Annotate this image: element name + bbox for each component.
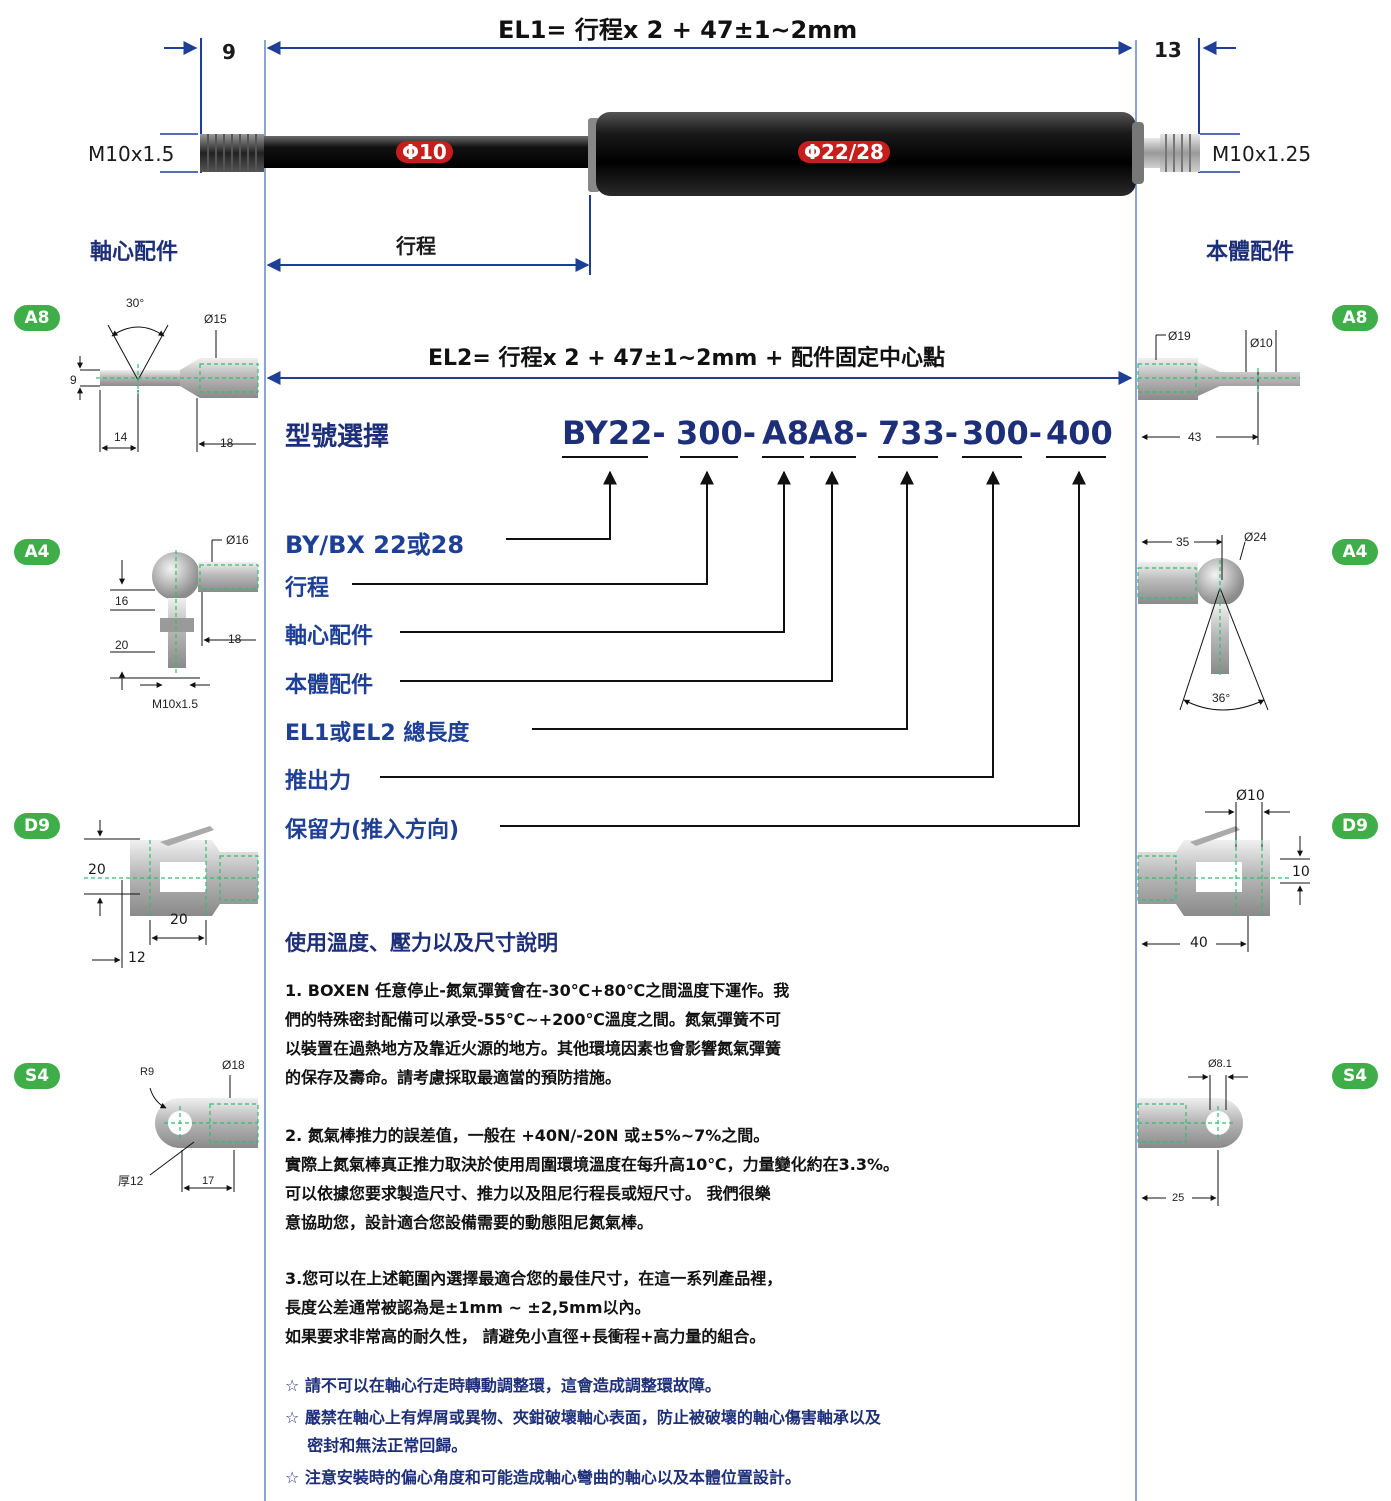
d9-right-h: 10 bbox=[1292, 864, 1310, 880]
badge-a4-right: A4 bbox=[1332, 539, 1378, 565]
d9-left-w: 20 bbox=[170, 912, 188, 928]
left-guide-line bbox=[264, 40, 266, 1501]
warning-2-line-2: 密封和無法正常回歸。 bbox=[285, 1436, 468, 1455]
a8-left-dia: Ø15 bbox=[204, 312, 227, 326]
paragraph-3-line-2: 長度公差通常被認為是±1mm ~ ±2,5mm以內。 bbox=[285, 1298, 651, 1317]
legend-hold-force: 保留力(推入方向) bbox=[285, 818, 460, 843]
el1-formula: EL1= 行程x 2 + 47±1~2mm bbox=[498, 16, 858, 44]
rod-fittings-heading: 軸心配件 bbox=[90, 240, 179, 265]
a4-left-dia: Ø16 bbox=[226, 533, 249, 547]
right-offset-line bbox=[1198, 38, 1200, 173]
s4-left-dia: Ø18 bbox=[222, 1058, 245, 1072]
paragraph-3-line-3: 如果要求非常高的耐久性， 請避免小直徑+長衝程+高力量的組合。 bbox=[285, 1327, 766, 1346]
paragraph-3-line-1: 3.您可以在上述範圍內選擇最適合您的最佳尺寸，在這一系列產品裡， bbox=[285, 1269, 783, 1288]
s4-left-r: R9 bbox=[140, 1066, 155, 1078]
a4-left-h2: 20 bbox=[115, 638, 129, 652]
el2-formula: EL2= 行程x 2 + 47±1~2mm + 配件固定中心點 bbox=[428, 346, 946, 371]
a4-left-l: 18 bbox=[228, 632, 242, 646]
warning-3-line-1: ☆ 注意安裝時的偏心角度和可能造成軸心彎曲的軸心以及本體位置設計。 bbox=[285, 1468, 801, 1487]
a8-left-h: 9 bbox=[70, 373, 77, 387]
dimension-arrows bbox=[160, 41, 1240, 385]
paragraph-3: 3.您可以在上述範圍內選擇最適合您的最佳尺寸，在這一系列產品裡， 長度公差通常被… bbox=[285, 1264, 782, 1351]
paragraph-2-line-2: 實際上氮氣棒真正推力取決於使用周圍環境溫度在每升高10℃，力量變化約在3.3%。 bbox=[285, 1155, 900, 1174]
paragraph-2: 2. 氮氣棒推力的誤差值，一般在 +40N/-20N 或±5%~7%之間。 實際… bbox=[285, 1121, 899, 1237]
d9-left-h: 20 bbox=[88, 862, 106, 878]
badge-s4-right: S4 bbox=[1332, 1063, 1378, 1089]
a8-left-l1: 14 bbox=[114, 430, 128, 444]
s4-right-l: 25 bbox=[1172, 1192, 1185, 1204]
rod-diameter-label: Φ10 bbox=[396, 141, 453, 163]
paragraph-1-line-1: 1. BOXEN 任意停止-氮氣彈簧會在-30℃+80℃之間溫度下運作。我 bbox=[285, 981, 790, 1000]
model-seg-rod-fitting: A8 bbox=[762, 414, 810, 452]
body-diameter-label: Φ22/28 bbox=[798, 141, 890, 163]
warning-2-line-1: ☆ 嚴禁在軸心上有焊屑或異物、夾鉗破壞軸心表面，防止被破壞的軸心傷害軸承以及 bbox=[285, 1408, 881, 1427]
badge-d9-left: D9 bbox=[14, 813, 60, 839]
legend-length: EL1或EL2 總長度 bbox=[285, 721, 470, 746]
body-fittings-heading: 本體配件 bbox=[1206, 240, 1295, 265]
paragraph-1-line-3: 以裝置在過熱地方及靠近火源的地方。其他環境因素也會影響氮氣彈簧 bbox=[285, 1039, 782, 1058]
a4-right-l: 35 bbox=[1176, 535, 1190, 549]
model-seg-hold: 400 bbox=[1046, 414, 1113, 452]
d9-right-l: 40 bbox=[1190, 935, 1208, 951]
left-offset-value: 9 bbox=[222, 40, 236, 64]
a8-right-l: 43 bbox=[1188, 430, 1202, 444]
paragraph-1-line-2: 們的特殊密封配備可以承受-55℃~+200℃溫度之間。氮氣彈簧不可 bbox=[285, 1010, 781, 1029]
legend-series: BY/BX 22或28 bbox=[285, 531, 465, 559]
paragraph-2-line-1: 2. 氮氣棒推力的誤差值，一般在 +40N/-20N 或±5%~7%之間。 bbox=[285, 1126, 770, 1145]
stroke-label: 行程 bbox=[396, 234, 436, 258]
usage-heading: 使用溫度、壓力以及尺寸說明 bbox=[285, 931, 558, 955]
s4-left-l: 17 bbox=[202, 1175, 215, 1187]
model-callout-lines bbox=[352, 456, 1106, 827]
a8-right-dia2: Ø10 bbox=[1250, 336, 1273, 350]
badge-a8-right: A8 bbox=[1332, 305, 1378, 331]
model-seg-push: 300- bbox=[962, 414, 1043, 452]
paragraph-2-line-4: 意協助您，設計適合您設備需要的動態阻尼氮氣棒。 bbox=[285, 1213, 654, 1232]
warning-1-line-1: ☆ 請不可以在軸心行走時轉動調整環，這會造成調整環故障。 bbox=[285, 1376, 721, 1395]
badge-a4-left: A4 bbox=[14, 539, 60, 565]
s4-left-thick: 厚12 bbox=[118, 1174, 144, 1188]
d9-right-dia: Ø10 bbox=[1236, 788, 1265, 804]
warning-2: ☆ 嚴禁在軸心上有焊屑或異物、夾鉗破壞軸心表面，防止被破壞的軸心傷害軸承以及 密… bbox=[285, 1404, 881, 1460]
badge-s4-left: S4 bbox=[14, 1063, 60, 1089]
paragraph-1: 1. BOXEN 任意停止-氮氣彈簧會在-30℃+80℃之間溫度下運作。我 們的… bbox=[285, 976, 789, 1092]
right-guide-line bbox=[1135, 40, 1137, 1501]
legend-rod-fitting: 軸心配件 bbox=[285, 624, 374, 649]
legend-push-force: 推出力 bbox=[285, 769, 352, 794]
a8-right-dia1: Ø19 bbox=[1168, 329, 1191, 343]
fitting-drawings bbox=[77, 324, 1310, 1206]
a4-right-dia: Ø24 bbox=[1244, 530, 1267, 544]
d9-left-l: 12 bbox=[128, 950, 146, 966]
model-select-heading: 型號選擇 bbox=[285, 422, 390, 452]
warning-3: ☆ 注意安裝時的偏心角度和可能造成軸心彎曲的軸心以及本體位置設計。 bbox=[285, 1464, 801, 1492]
legend-body-fitting: 本體配件 bbox=[285, 673, 374, 698]
a8-left-angle: 30° bbox=[126, 296, 145, 310]
paragraph-2-line-3: 可以依據您要求製造尺寸、推力以及阻尼行程長或短尺寸。 我們很樂 bbox=[285, 1184, 771, 1203]
model-seg-series: BY22- bbox=[562, 414, 666, 452]
a4-left-h1: 16 bbox=[115, 594, 129, 608]
model-seg-stroke: 300- bbox=[676, 414, 757, 452]
badge-a8-left: A8 bbox=[14, 305, 60, 331]
paragraph-1-line-4: 的保存及壽命。請考慮採取最適當的預防措施。 bbox=[285, 1068, 622, 1087]
right-offset-value: 13 bbox=[1154, 38, 1182, 62]
a8-left-l2: 18 bbox=[220, 436, 234, 450]
badge-d9-right: D9 bbox=[1332, 813, 1378, 839]
left-offset-line bbox=[200, 38, 202, 173]
legend-stroke: 行程 bbox=[285, 576, 330, 601]
warning-1: ☆ 請不可以在軸心行走時轉動調整環，這會造成調整環故障。 bbox=[285, 1372, 721, 1400]
model-seg-length: 733- bbox=[878, 414, 959, 452]
right-thread-label: M10x1.25 bbox=[1212, 142, 1312, 166]
model-seg-body-fitting: A8- bbox=[808, 414, 869, 452]
left-thread-label: M10x1.5 bbox=[88, 142, 175, 166]
a4-left-thread: M10x1.5 bbox=[152, 697, 199, 711]
a4-right-angle: 36° bbox=[1212, 691, 1231, 705]
s4-right-dia: Ø8.1 bbox=[1208, 1058, 1232, 1070]
